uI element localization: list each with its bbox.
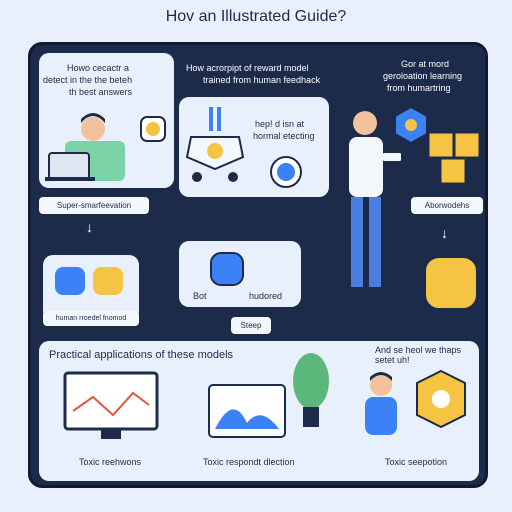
page-title: Hov an Illustrated Guide? bbox=[165, 8, 347, 25]
gear-blue-icon bbox=[270, 156, 302, 188]
top-center-text-2: trained from human feedhack bbox=[203, 75, 321, 85]
robot-reward-model-icon bbox=[185, 107, 245, 182]
bot-label: Bot bbox=[193, 291, 207, 301]
top-left-card: Howo cecactr a detect in the the beteh t… bbox=[39, 53, 174, 188]
top-right-text-1: Gor at mord bbox=[401, 59, 450, 69]
person-at-laptop-icon bbox=[45, 113, 125, 181]
speech-text: And se heol we thaps setet uh! bbox=[375, 345, 462, 366]
bottom-right-caption: Toxic seepotion bbox=[385, 457, 448, 467]
gear-blue-large-icon bbox=[210, 252, 244, 286]
bottom-center-caption: Toxic respondt dlection bbox=[203, 457, 295, 467]
bottom-left-caption: Toxic reehwons bbox=[79, 457, 142, 467]
gear-blue-hex-icon bbox=[394, 105, 428, 145]
left-mid-card bbox=[43, 255, 139, 321]
hudored-label: hudored bbox=[249, 291, 283, 301]
label-aborwodehs: Aborwodehs bbox=[411, 197, 483, 214]
mid-center-text-1: hep! d isn at bbox=[255, 119, 305, 129]
practical-title: Practical applications of these models bbox=[49, 349, 234, 361]
chart-panel-icon bbox=[208, 384, 286, 438]
bottom-section: Practical applications of these models A… bbox=[39, 341, 479, 481]
top-right-text-2: geroloation learning bbox=[383, 71, 463, 81]
top-right-text-3: from humartring bbox=[387, 83, 451, 93]
top-left-text-3: th best answers bbox=[69, 87, 133, 97]
top-left-text-1: Howo cecactr a bbox=[67, 63, 130, 73]
infographic-panel: Howo cecactr a detect in the the beteh t… bbox=[28, 42, 488, 488]
arrow-down-right: ↓ bbox=[441, 225, 448, 241]
arrow-down-left: ↓ bbox=[86, 219, 93, 235]
label-human-model: human rroedel fnomod bbox=[43, 311, 139, 326]
top-center-text-1: How acrorpipt of reward model bbox=[186, 63, 309, 73]
cube-stack-icon bbox=[428, 132, 480, 184]
gear-yellow-icon bbox=[424, 256, 478, 310]
center-top-card: hep! d isn at hormal etecting bbox=[179, 97, 329, 197]
gear-yellow-small-icon bbox=[140, 116, 166, 142]
monitor-chart-icon bbox=[63, 371, 159, 439]
gear-pair-icon bbox=[55, 267, 123, 295]
person-reading-icon bbox=[365, 372, 397, 435]
person-presenting-icon bbox=[349, 108, 401, 287]
center-mid-card: Bot hudored bbox=[179, 241, 301, 307]
gear-yellow-large-icon bbox=[416, 369, 466, 429]
step-badge: Steep bbox=[231, 317, 271, 334]
label-super-smarfeevation: Super-smarfeevation bbox=[39, 197, 149, 214]
mid-center-text-2: hormal etecting bbox=[253, 131, 315, 141]
plant-icon bbox=[293, 353, 329, 427]
top-left-text-2: detect in the the beteh bbox=[43, 75, 133, 85]
